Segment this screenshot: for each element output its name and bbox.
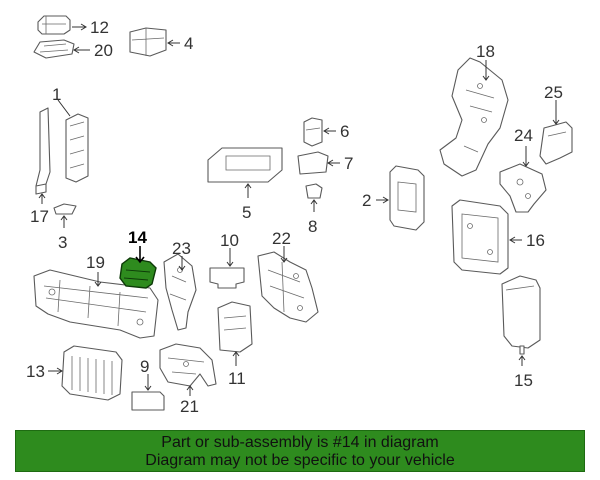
info-banner: Part or sub-assembly is #14 in diagram D… [15,430,585,472]
part-23[interactable] [163,253,197,331]
part-4[interactable] [129,27,167,57]
callout-3[interactable]: 3 [58,233,67,252]
part-19[interactable] [33,269,159,339]
part-7[interactable] [297,151,329,175]
part-1[interactable] [35,107,89,191]
callout-13[interactable]: 13 [26,362,45,381]
callout-5[interactable]: 5 [242,203,251,222]
part-5[interactable] [207,147,283,183]
banner-line-1: Part or sub-assembly is #14 in diagram [161,434,439,451]
callout-7[interactable]: 7 [344,154,353,173]
part-9[interactable] [131,391,165,411]
callout-11[interactable]: 11 [228,369,246,388]
part-10[interactable] [209,267,245,289]
part-3[interactable] [53,203,77,215]
part-16[interactable] [451,199,509,275]
part-22[interactable] [257,251,319,323]
callout-18[interactable]: 18 [476,42,495,61]
callout-9[interactable]: 9 [140,357,149,376]
part-2[interactable] [389,165,425,231]
part-15[interactable] [501,275,541,355]
callout-2[interactable]: 2 [362,191,371,210]
callout-6[interactable]: 6 [340,122,349,141]
callout-20[interactable]: 20 [94,41,113,60]
part-21[interactable] [159,343,217,387]
callout-15[interactable]: 15 [514,371,533,390]
part-20[interactable] [33,39,75,59]
part-14[interactable] [119,257,157,289]
part-8[interactable] [305,183,323,199]
callout-4[interactable]: 4 [184,34,193,53]
callout-12[interactable]: 12 [90,18,109,37]
callout-10[interactable]: 10 [220,231,239,250]
callout-25[interactable]: 25 [544,83,563,102]
callout-17[interactable]: 17 [30,207,49,226]
callout-16[interactable]: 16 [526,231,545,250]
callout-21[interactable]: 21 [180,397,199,416]
parts-diagram: 12 20 4 1 17 3 5 [26,15,573,416]
part-6[interactable] [303,117,323,147]
part-24[interactable] [499,163,547,213]
callout-14[interactable]: 14 [128,228,147,247]
callout-22[interactable]: 22 [272,229,291,248]
callout-19[interactable]: 19 [86,253,105,272]
part-12[interactable] [37,15,71,35]
callout-23[interactable]: 23 [172,239,191,258]
part-18[interactable] [439,57,509,177]
part-17[interactable] [35,183,47,195]
callout-1[interactable]: 1 [52,85,61,104]
part-11[interactable] [217,301,253,353]
part-13[interactable] [61,345,123,401]
part-25[interactable] [539,121,573,165]
callout-24[interactable]: 24 [514,126,533,145]
banner-line-2: Diagram may not be specific to your vehi… [145,452,455,469]
callout-8[interactable]: 8 [308,217,317,236]
